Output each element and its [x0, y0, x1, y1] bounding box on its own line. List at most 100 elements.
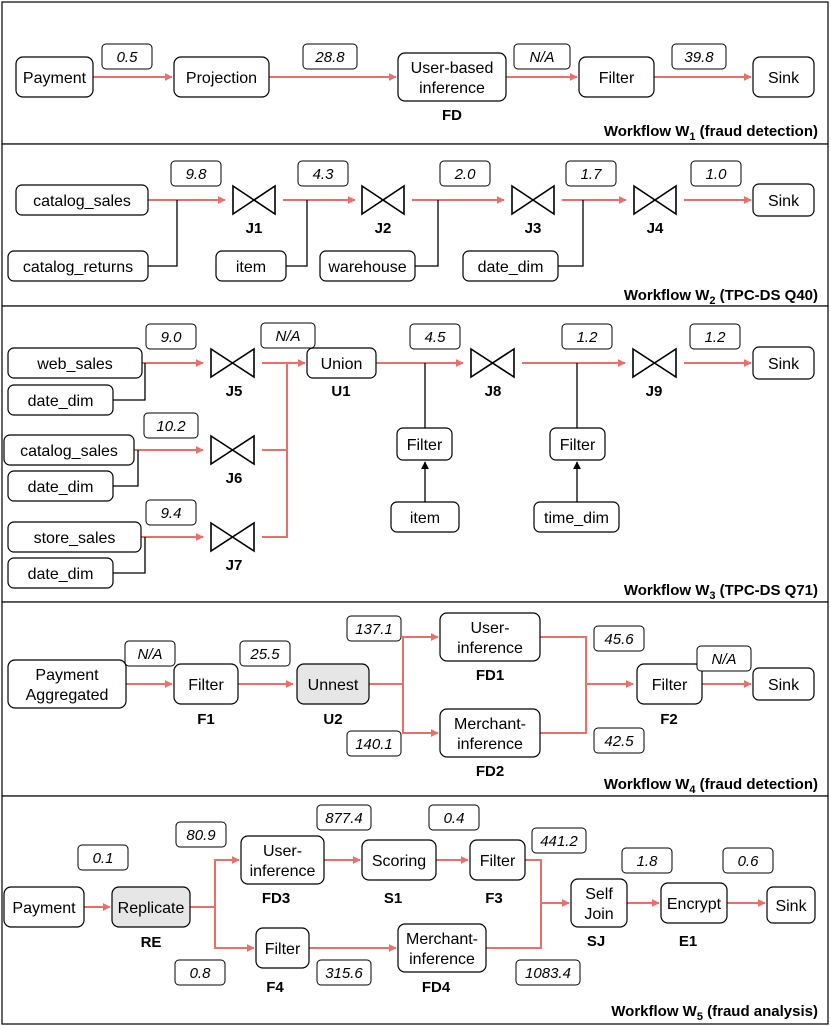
svg-text:Filter: Filter — [560, 437, 596, 454]
svg-text:Encrypt: Encrypt — [667, 896, 722, 913]
edge-w4-user-inference-filter — [540, 636, 587, 684]
svg-text:Merchant-: Merchant- — [406, 931, 478, 948]
workflow-title-w1: Workflow W1 (fraud detection) — [604, 123, 818, 143]
label-j9: J9 — [646, 383, 663, 400]
node-merchant-inference: Merchant-inference — [397, 923, 487, 973]
line-w2-warehouse — [415, 200, 439, 267]
node-catalog-returns: catalog_returns — [7, 250, 149, 282]
svg-text:inference: inference — [457, 640, 523, 657]
svg-text:4.5: 4.5 — [425, 329, 447, 346]
value-w2-0: 9.8 — [170, 160, 222, 187]
node-filter: Filter — [578, 56, 655, 98]
edge-w4-merchant-inference-filter — [540, 684, 587, 734]
svg-text:0.4: 0.4 — [444, 810, 465, 827]
svg-text:45.6: 45.6 — [604, 631, 634, 648]
value-w3-1: N/A — [260, 322, 316, 349]
node-filter-2: Filter — [549, 427, 606, 461]
node-web-sales: web_sales — [7, 347, 143, 379]
svg-text:date_dim: date_dim — [28, 393, 94, 410]
workflow-w3: web_sales date_dim catalog_sales date_di… — [3, 322, 815, 589]
svg-text:Filter: Filter — [652, 677, 688, 694]
svg-text:315.6: 315.6 — [325, 965, 363, 982]
node-sink: Sink — [752, 183, 815, 217]
value-w4-5: 42.5 — [593, 727, 645, 754]
workflow-title-w3: Workflow W3 (TPC-DS Q71) — [624, 582, 818, 602]
svg-text:Join: Join — [584, 906, 613, 923]
svg-text:Filter: Filter — [265, 941, 301, 958]
label-sj: SJ — [587, 933, 605, 950]
svg-text:catalog_returns: catalog_returns — [23, 259, 133, 276]
node-time-dim: time_dim — [533, 501, 620, 533]
line-w2-catalog-returns — [148, 200, 178, 267]
join-j1 — [232, 184, 276, 216]
node-warehouse: warehouse — [319, 250, 416, 282]
node-catalog-sales: catalog_sales — [3, 434, 135, 466]
svg-text:User-: User- — [470, 620, 509, 637]
svg-text:Filter: Filter — [188, 677, 224, 694]
svg-text:1083.4: 1083.4 — [525, 965, 571, 982]
svg-text:User-based: User-based — [411, 60, 494, 77]
node-scoring: Scoring — [361, 839, 437, 881]
svg-text:N/A: N/A — [529, 49, 554, 66]
join-j9 — [632, 347, 677, 379]
label-re: RE — [141, 934, 162, 951]
value-w5-5: 0.8 — [174, 959, 226, 986]
node-item: item — [215, 250, 287, 282]
value-w5-1: 80.9 — [175, 821, 227, 848]
node-filter-1: Filter — [396, 427, 453, 461]
svg-text:39.8: 39.8 — [684, 49, 714, 66]
svg-text:Payment: Payment — [35, 667, 99, 684]
svg-text:Sink: Sink — [768, 70, 800, 87]
label-j5: J5 — [226, 383, 243, 400]
svg-text:catalog_sales: catalog_sales — [20, 443, 118, 460]
node-catalog-sales: catalog_sales — [15, 184, 149, 216]
svg-text:Filter: Filter — [599, 70, 635, 87]
edge-w4-unnest-merchant-inference — [402, 684, 439, 737]
svg-text:28.8: 28.8 — [314, 49, 345, 66]
join-j3 — [511, 184, 555, 216]
node-store-sales: store_sales — [7, 521, 142, 553]
node-sink: Sink — [766, 886, 816, 924]
svg-text:N/A: N/A — [711, 651, 736, 668]
svg-text:date_dim: date_dim — [28, 479, 94, 496]
svg-text:441.2: 441.2 — [540, 833, 578, 850]
node-unnest: Unnest — [296, 663, 370, 705]
node-payment: Payment — [3, 886, 85, 928]
label-fd: FD — [442, 107, 462, 124]
svg-text:Filter: Filter — [407, 437, 443, 454]
value-w3-6: 1.2 — [689, 323, 741, 350]
node-filter-f4: Filter — [255, 927, 310, 969]
value-w5-7: 1083.4 — [515, 959, 581, 986]
edge-w5-merchant-inference-selfjoin — [486, 903, 542, 949]
label-j6: J6 — [226, 470, 243, 487]
svg-text:Union: Union — [321, 356, 363, 373]
svg-text:Payment: Payment — [23, 70, 87, 87]
svg-text:0.6: 0.6 — [738, 853, 760, 870]
svg-text:Projection: Projection — [186, 70, 257, 87]
node-date-dim-3: date_dim — [7, 557, 114, 589]
label-f2: F2 — [660, 711, 678, 728]
svg-text:1.8: 1.8 — [637, 853, 659, 870]
node-date-dim-2: date_dim — [7, 470, 114, 502]
svg-text:80.9: 80.9 — [186, 827, 216, 844]
value-w3-4: 4.5 — [409, 323, 461, 350]
svg-text:inference: inference — [409, 951, 475, 968]
label-j8: J8 — [485, 383, 502, 400]
svg-text:140.1: 140.1 — [355, 736, 393, 753]
node-sink: Sink — [752, 56, 815, 98]
svg-text:Filter: Filter — [480, 853, 516, 870]
svg-text:web_sales: web_sales — [36, 356, 113, 373]
edge-w5-filter-selfjoin — [525, 859, 542, 903]
svg-text:Sink: Sink — [768, 356, 800, 373]
value-w1-1: 28.8 — [302, 43, 358, 70]
label-fd1: FD1 — [476, 667, 504, 684]
value-w5-2: 877.4 — [316, 804, 372, 831]
label-j7: J7 — [226, 557, 243, 574]
node-payment: Payment — [15, 56, 94, 98]
line-w3-date-dim-3 — [113, 537, 146, 574]
svg-text:warehouse: warehouse — [327, 259, 406, 276]
svg-text:Self: Self — [585, 886, 613, 903]
